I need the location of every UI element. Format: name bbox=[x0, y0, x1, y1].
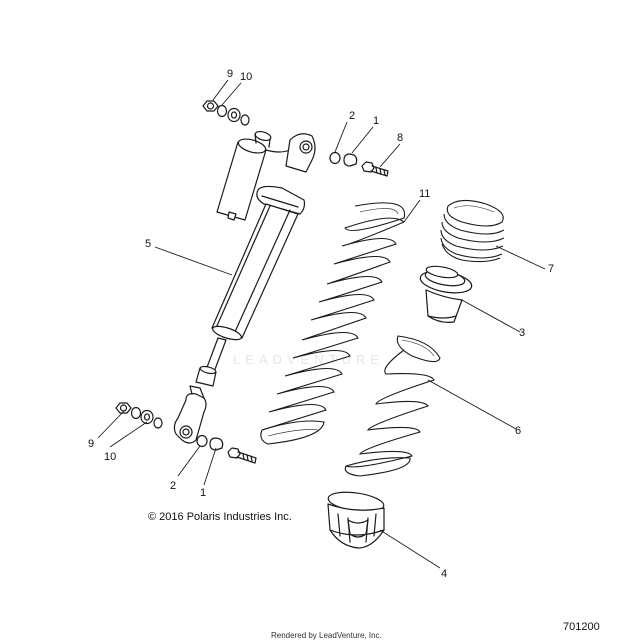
callout-11: 11 bbox=[419, 188, 430, 200]
top-right-hardware bbox=[329, 151, 389, 177]
callout-6: 6 bbox=[515, 425, 521, 437]
callout-numbers: 9 10 2 1 8 11 5 7 3 6 9 10 2 1 4 bbox=[88, 68, 554, 580]
top-nut bbox=[202, 100, 219, 112]
upper-bolt-8 bbox=[361, 161, 375, 173]
top-bushing bbox=[227, 107, 241, 123]
lower-bushing-1 bbox=[209, 437, 224, 451]
shock-reservoir bbox=[216, 141, 267, 221]
callout-5: 5 bbox=[145, 238, 151, 250]
bottom-collar-4 bbox=[327, 491, 385, 549]
top-eye-mount bbox=[285, 133, 316, 173]
bottom-nut bbox=[115, 402, 132, 414]
callout-top-10: 10 bbox=[240, 71, 252, 83]
callout-3: 3 bbox=[519, 327, 525, 339]
spring-6 bbox=[344, 335, 441, 477]
watermark: LEADVENTURE bbox=[233, 352, 385, 367]
render-credit: Rendered by LeadVenture, Inc. bbox=[271, 631, 382, 640]
spring-seat-collar bbox=[256, 185, 306, 215]
upper-bushing-1 bbox=[343, 153, 358, 167]
callout-top-9: 9 bbox=[227, 68, 233, 80]
callout-bottom-9: 9 bbox=[88, 438, 94, 450]
top-hardware bbox=[202, 100, 250, 126]
lower-bolt bbox=[227, 447, 241, 459]
shock-body bbox=[211, 203, 299, 339]
lower-washer-2 bbox=[196, 434, 208, 448]
leader-lines bbox=[97, 79, 546, 569]
spring-adapter-3 bbox=[419, 265, 473, 323]
callout-bottom-1: 1 bbox=[200, 487, 206, 499]
top-washer bbox=[216, 104, 228, 118]
callout-bottom-10: 10 bbox=[104, 451, 116, 463]
spring-stack-7 bbox=[440, 199, 505, 263]
callout-7: 7 bbox=[548, 263, 554, 275]
main-spring-11 bbox=[260, 202, 406, 445]
bottom-washer bbox=[130, 406, 142, 420]
diagram-id: 701200 bbox=[563, 621, 600, 633]
callout-bottom-2: 2 bbox=[170, 480, 176, 492]
reservoir-cap bbox=[254, 130, 272, 142]
copyright-text: © 2016 Polaris Industries Inc. bbox=[148, 511, 292, 523]
callout-8: 8 bbox=[397, 132, 403, 144]
shock-absorber bbox=[173, 130, 316, 444]
bottom-hardware-left bbox=[115, 402, 163, 429]
bottom-bushing bbox=[140, 409, 154, 425]
callout-4: 4 bbox=[441, 568, 447, 580]
upper-washer-2 bbox=[329, 151, 341, 165]
top-washer-right bbox=[240, 114, 250, 126]
bottom-washer-right bbox=[153, 417, 163, 429]
callout-top-2: 2 bbox=[349, 110, 355, 122]
bottom-hardware-right bbox=[196, 434, 257, 464]
callout-top-1: 1 bbox=[373, 115, 379, 127]
